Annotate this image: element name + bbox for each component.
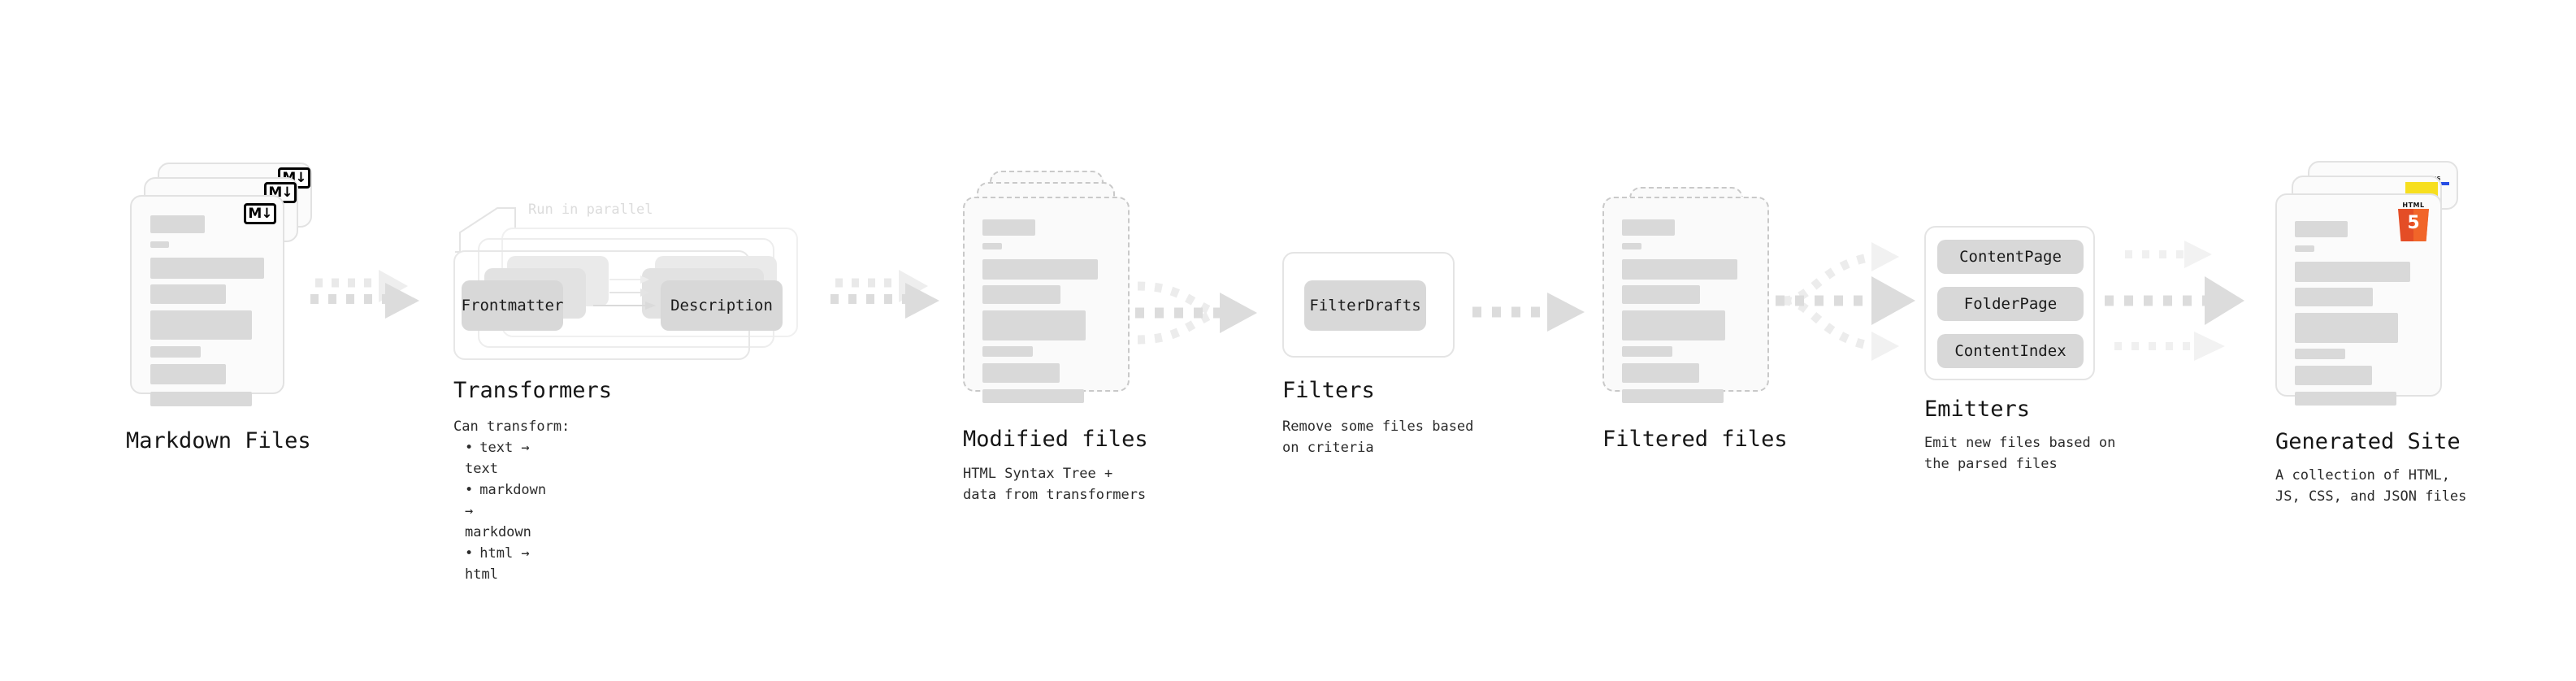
skeleton-bar xyxy=(2295,262,2410,282)
emitter-chip-folderpage[interactable]: FolderPage xyxy=(1937,287,2084,321)
transformers-subtitle: Can transform: xyxy=(453,419,570,435)
html5-shield-icon: 5 xyxy=(2398,209,2429,241)
skeleton-bar xyxy=(150,284,226,304)
skeleton-bar xyxy=(2295,221,2348,237)
filters-subtitle: Remove some files based on criteria xyxy=(1282,419,1474,456)
stage-title-generated-site: Generated Site xyxy=(2275,429,2461,454)
skeleton-bar xyxy=(150,392,252,406)
connector-md-to-transformers xyxy=(310,270,419,319)
emitter-chip-contentindex[interactable]: ContentIndex xyxy=(1937,334,2084,368)
skeleton-bar xyxy=(2295,366,2372,385)
skeleton-bar xyxy=(1622,389,1724,403)
skeleton-bar xyxy=(982,243,1002,249)
connector-emitters-to-site xyxy=(2105,241,2244,361)
skeleton-bar xyxy=(2295,313,2398,343)
transformers-bullet: markdown → markdown xyxy=(465,479,546,543)
stage-title-emitters: Emitters xyxy=(1924,397,2031,422)
doc-card-front xyxy=(2275,193,2442,406)
skeleton-bar xyxy=(2295,392,2396,406)
transformers-bullet: html → html xyxy=(465,543,546,585)
stage-title-filters: Filters xyxy=(1282,378,1375,403)
transformer-chip-frontmatter[interactable]: Frontmatter xyxy=(462,280,563,331)
emitters-panel: ContentPage FolderPage ContentIndex xyxy=(1924,226,2095,380)
skeleton-bar xyxy=(982,363,1060,383)
modified-files-subtitle: HTML Syntax Tree + data from transformer… xyxy=(963,466,1147,503)
skeleton-bar xyxy=(2295,349,2345,359)
doc-card-front xyxy=(1602,197,1769,403)
stage-title-transformers: Transformers xyxy=(453,378,613,403)
skeleton-bar xyxy=(150,364,226,384)
skeleton-bar xyxy=(1622,310,1725,340)
connector-modified-to-filters xyxy=(1135,281,1257,345)
connector-filters-to-filtered xyxy=(1472,293,1585,332)
skeleton-bar xyxy=(1622,219,1675,236)
skeleton-bar xyxy=(982,219,1035,236)
html5-badge-number: 5 xyxy=(2407,213,2420,233)
doc-card-front xyxy=(963,197,1130,403)
stage-title-markdown-files: Markdown Files xyxy=(126,428,311,453)
skeleton-bar xyxy=(982,259,1098,280)
filters-panel: FilterDrafts xyxy=(1282,252,1455,358)
skeleton-bar xyxy=(1622,346,1672,357)
connector-filtered-to-emitters xyxy=(1776,242,1915,361)
generated-site-subtitle: A collection of HTML, JS, CSS, and JSON … xyxy=(2275,467,2467,505)
stage-title-filtered-files: Filtered files xyxy=(1602,427,1788,452)
skeleton-bar xyxy=(150,241,169,248)
emitters-subtitle: Emit new files based on the parsed files xyxy=(1924,435,2116,472)
transformers-bullet: text → text xyxy=(465,437,546,479)
skeleton-bar xyxy=(1622,243,1641,249)
filter-chip-filterdrafts[interactable]: FilterDrafts xyxy=(1304,280,1426,331)
markdown-badge: M↓ xyxy=(244,203,276,224)
run-in-parallel-label: Run in parallel xyxy=(528,202,653,218)
skeleton-bar xyxy=(2295,288,2373,306)
connector-transformers-to-modified xyxy=(830,270,939,319)
skeleton-bar xyxy=(982,285,1060,304)
stage-title-modified-files: Modified files xyxy=(963,427,1148,452)
skeleton-bar xyxy=(150,215,205,233)
emitter-chip-contentpage[interactable]: ContentPage xyxy=(1937,240,2084,274)
skeleton-bar xyxy=(2295,245,2314,252)
skeleton-bar xyxy=(150,346,201,358)
skeleton-bar xyxy=(1622,285,1700,304)
skeleton-bar xyxy=(982,346,1033,357)
doc-card-front xyxy=(130,195,284,406)
skeleton-bar xyxy=(150,258,264,279)
html5-badge: HTML 5 xyxy=(2396,202,2431,242)
transformer-chip-description[interactable]: Description xyxy=(661,280,783,331)
skeleton-bar xyxy=(982,310,1086,340)
skeleton-bar xyxy=(1622,259,1737,280)
skeleton-bar xyxy=(1622,363,1699,383)
transformers-bullets: text → text markdown → markdown html → h… xyxy=(453,437,546,585)
skeleton-bar xyxy=(982,389,1084,403)
html5-badge-label: HTML xyxy=(2402,202,2425,209)
skeleton-bar xyxy=(150,310,252,340)
